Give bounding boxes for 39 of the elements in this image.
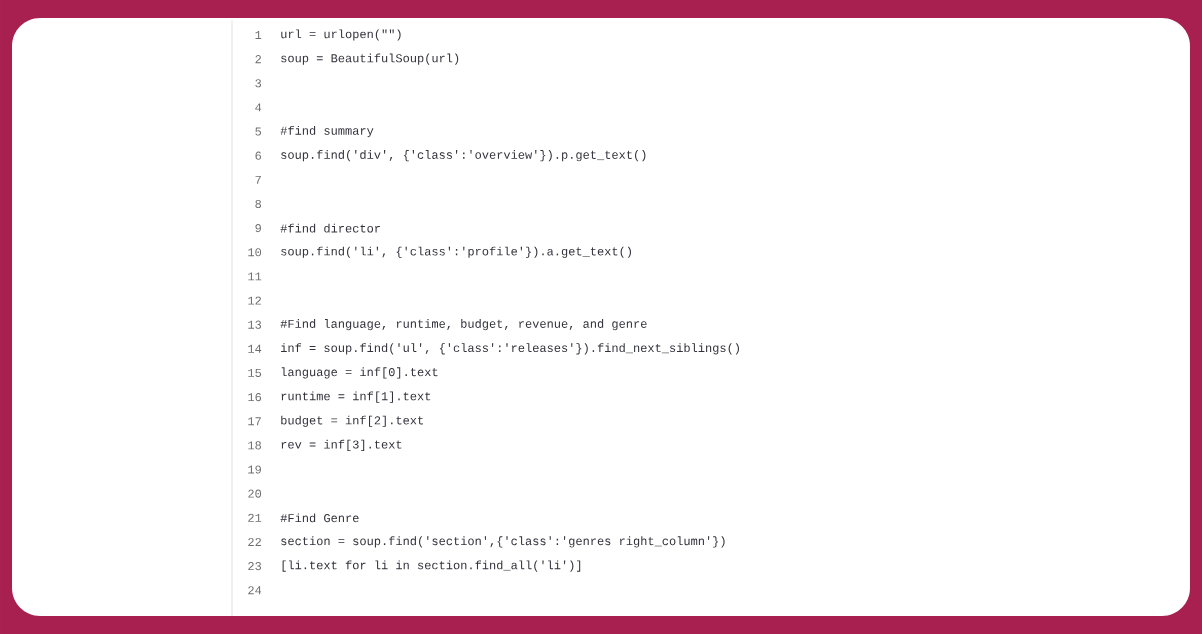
line-number: 12 bbox=[248, 296, 261, 305]
line-number: 20 bbox=[248, 489, 262, 498]
line-number: 9 bbox=[255, 224, 261, 233]
line-number: 5 bbox=[255, 127, 262, 136]
line-number: 21 bbox=[248, 513, 262, 522]
code-line: section = soup.find('section',{'class':'genres right_column'}) bbox=[281, 536, 725, 548]
line-number: 2 bbox=[255, 55, 261, 64]
line-number: 24 bbox=[248, 586, 262, 595]
line-number: 1 bbox=[255, 31, 262, 39]
code-line: language = inf[0].text bbox=[281, 367, 438, 379]
code-line: #Find language, runtime, budget, revenue, and genre bbox=[280, 319, 647, 331]
line-number: 15 bbox=[248, 368, 262, 377]
code-line: soup = BeautifulSoup(url) bbox=[281, 53, 459, 65]
line-number: 18 bbox=[248, 441, 261, 450]
line-number: 4 bbox=[255, 103, 262, 112]
line-number: 16 bbox=[248, 393, 261, 402]
code-line: soup.find('li', {'class':'profile'}).a.get_text() bbox=[281, 246, 631, 258]
line-number: 11 bbox=[248, 272, 262, 281]
line-number: 8 bbox=[255, 199, 261, 209]
line-number: 23 bbox=[248, 562, 262, 571]
line-number: 19 bbox=[248, 465, 261, 474]
code-line: runtime = inf[1].text bbox=[281, 391, 431, 403]
line-number: 10 bbox=[248, 248, 262, 257]
code-line: #Find Genre bbox=[280, 513, 359, 523]
line-number: 6 bbox=[255, 151, 261, 160]
line-number: 17 bbox=[248, 417, 261, 426]
code-line: rev = inf[3].text bbox=[281, 439, 402, 451]
code-line: [li.text for li in section.find_all('li')] bbox=[282, 560, 581, 572]
code-line: budget = inf[2].text bbox=[281, 415, 423, 427]
code-line: inf = soup.find('ul', {'class':'releases'}).find_next_siblings() bbox=[281, 343, 739, 355]
line-number: 7 bbox=[255, 175, 261, 184]
code-line: soup.find('div', {'class':'overview'}).p.get_text() bbox=[281, 150, 646, 162]
line-number: 14 bbox=[248, 344, 262, 353]
code-line: #find director bbox=[280, 223, 380, 233]
line-number: 22 bbox=[248, 537, 261, 546]
code-line: #find summary bbox=[280, 125, 374, 138]
code-line: url = urlopen("") bbox=[281, 29, 401, 41]
line-number: 3 bbox=[255, 79, 262, 88]
line-number: 13 bbox=[248, 320, 262, 329]
